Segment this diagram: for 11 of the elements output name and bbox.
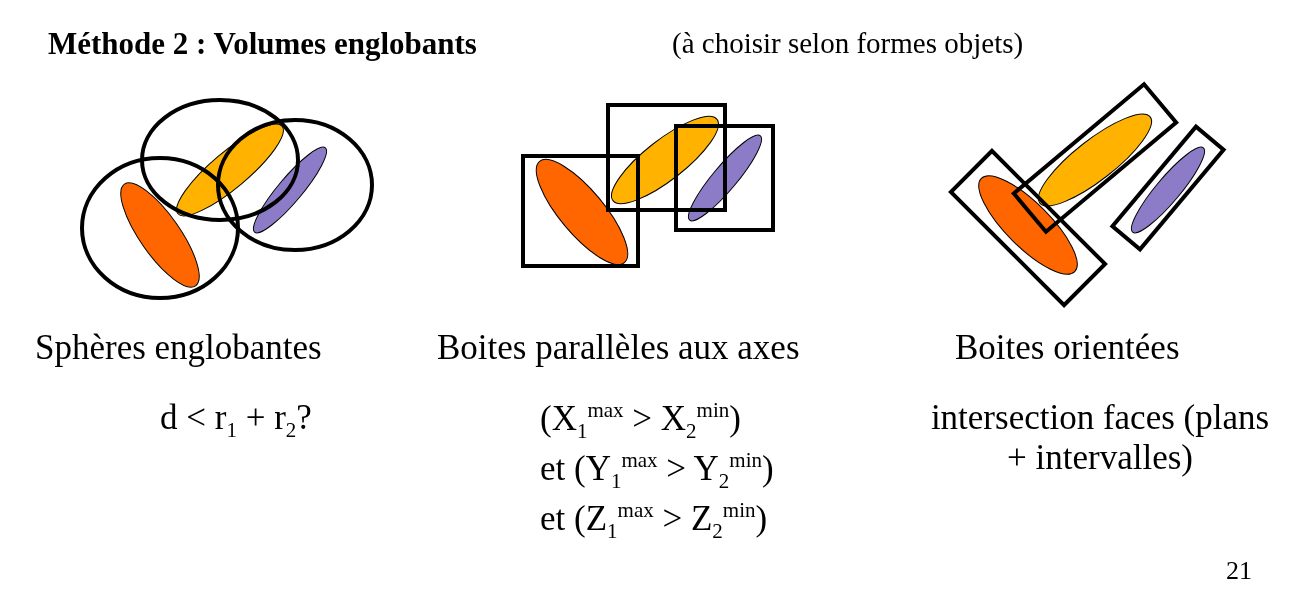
test-formula: et (Y$_{1}$$^{max}$ > Y$_{2}$$^{min}$) (540, 448, 774, 493)
method-name: Sphères englobantes (35, 328, 322, 369)
method-name: Boites parallèles aux axes (437, 328, 800, 369)
slide-title: Méthode 2 : Volumes englobants (48, 26, 477, 62)
method-name: Boites orientées (955, 328, 1180, 369)
test-formula: d < r$_{1}$ + r$_{2}$? (160, 398, 312, 443)
test-formula: (X$_{1}$$^{max}$ > X$_{2}$$^{min}$) (540, 398, 741, 443)
test-description: intersection faces (plans + intervalles) (930, 398, 1270, 479)
page-number: 21 (1226, 556, 1252, 586)
test-formula: et (Z$_{1}$$^{max}$ > Z$_{2}$$^{min}$) (540, 498, 768, 543)
subtitle: (à choisir selon formes objets) (672, 27, 1024, 61)
